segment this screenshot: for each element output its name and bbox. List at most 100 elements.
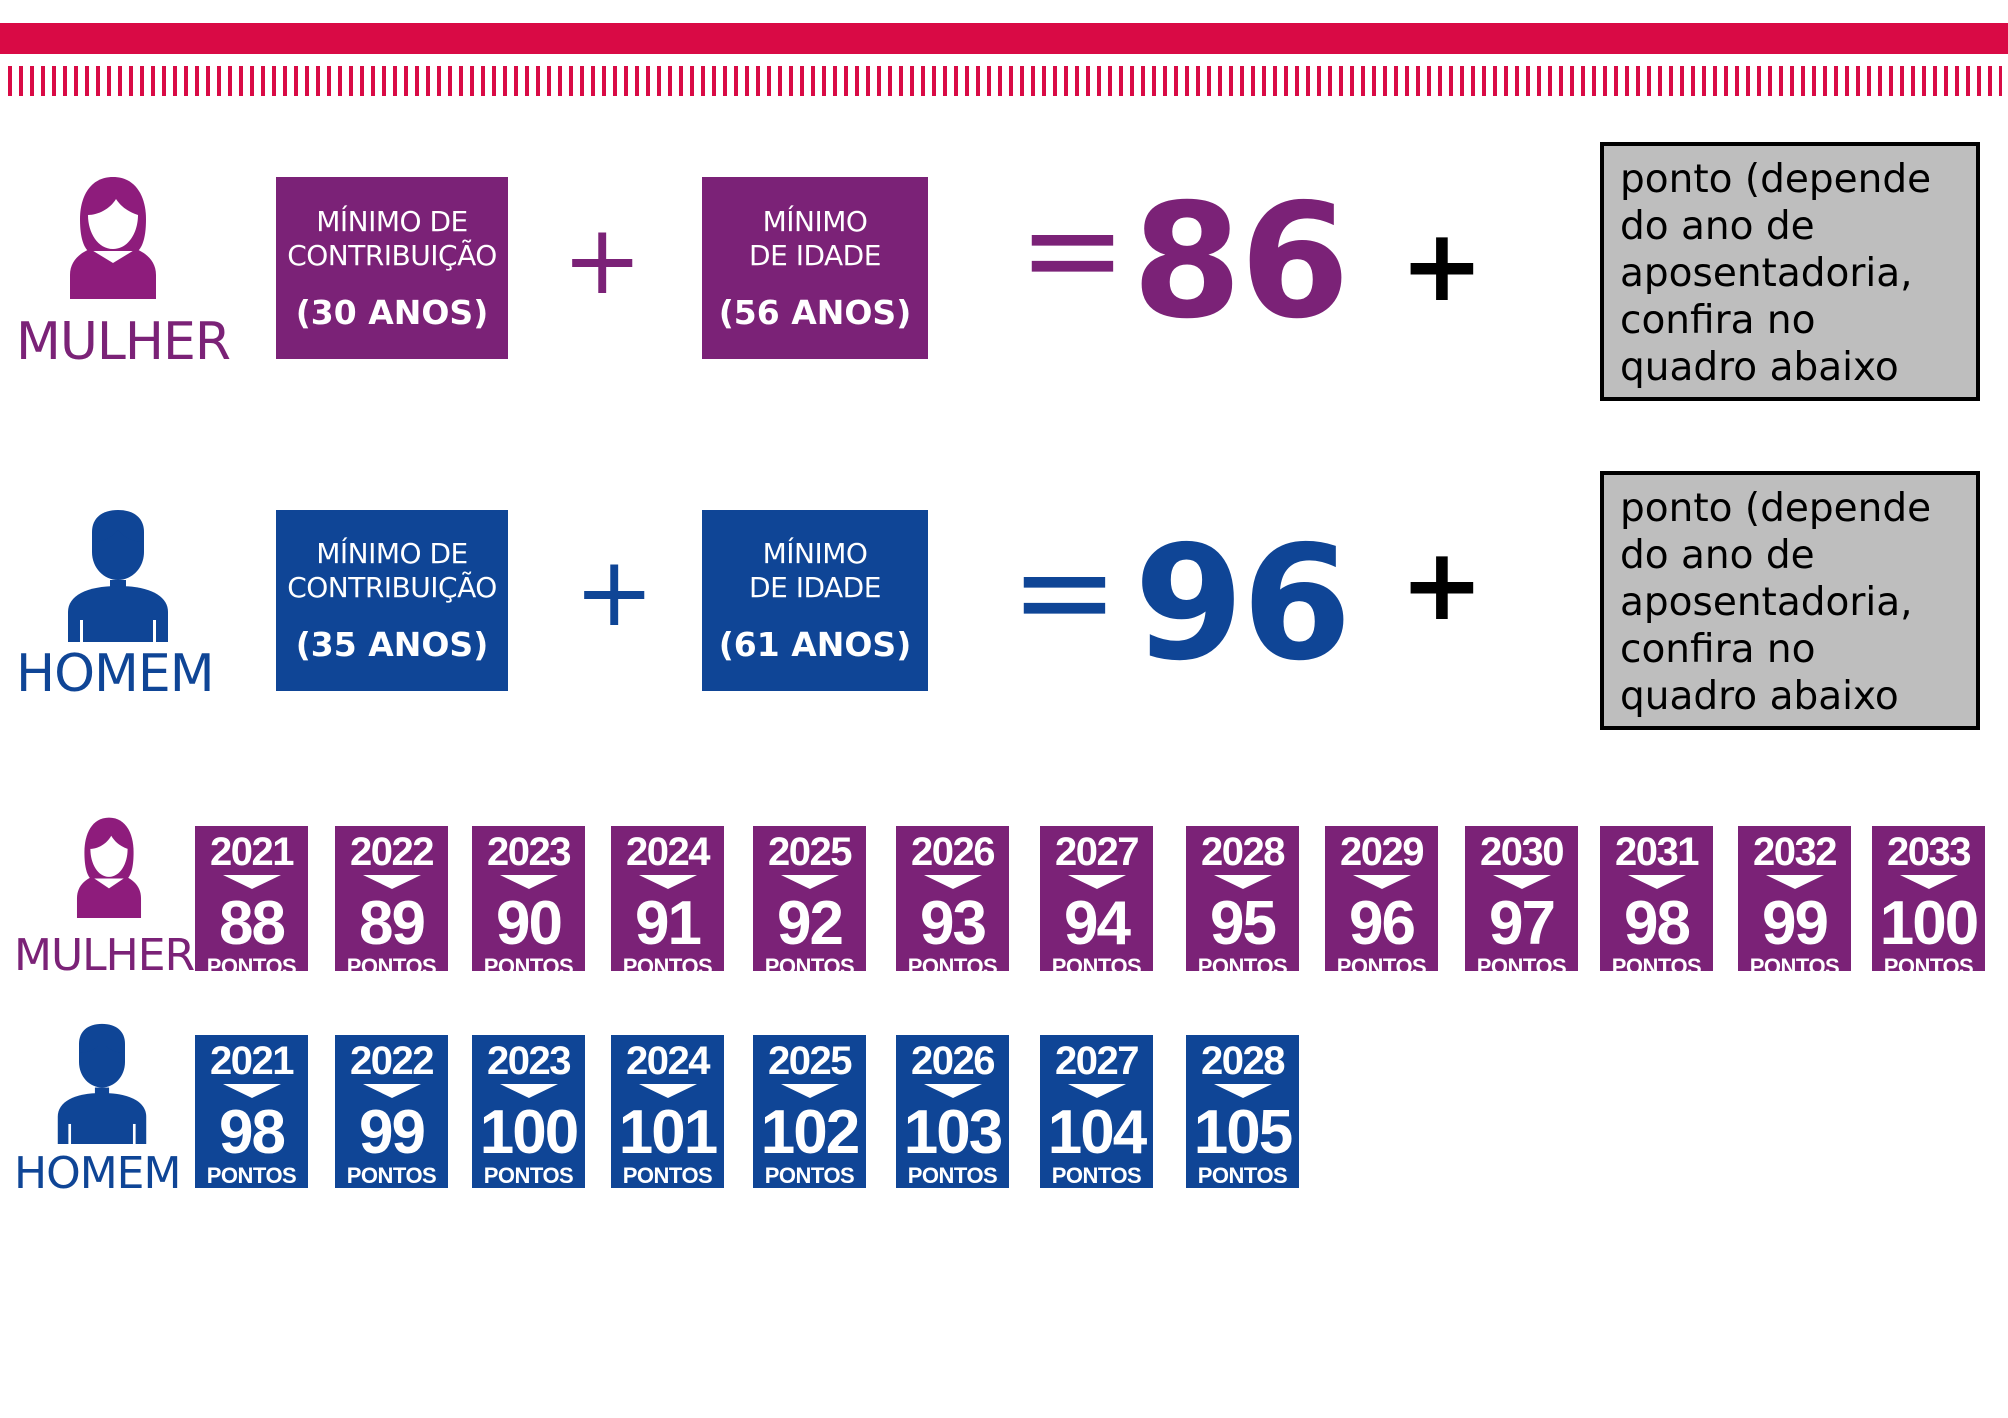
tile-unit: PONTOS (1197, 1163, 1288, 1188)
tile-points: 95 (1210, 889, 1277, 958)
tile-unit: PONTOS (1476, 954, 1567, 972)
tile-unit: PONTOS (206, 954, 297, 972)
arrow-down-icon (780, 1084, 839, 1098)
tile-unit: PONTOS (1336, 954, 1427, 972)
tile-year: 2022 (350, 1039, 434, 1083)
tile-unit: PONTOS (1611, 954, 1702, 972)
arrow-down-icon (1492, 875, 1551, 889)
tile-points: 99 (1762, 889, 1829, 958)
age-label: MÍNIMO (762, 537, 868, 570)
tile-points: 103 (903, 1098, 1003, 1167)
age-value: (56 ANOS) (718, 292, 912, 332)
contribution-label: CONTRIBUIÇÃO (287, 571, 497, 604)
tile-year: 2030 (1480, 830, 1564, 874)
tile-year: 2027 (1055, 830, 1139, 874)
age-label: MÍNIMO (762, 204, 868, 238)
tile-unit: PONTOS (346, 1163, 437, 1188)
arrow-down-icon (638, 1084, 697, 1098)
tile-points: 94 (1064, 889, 1131, 958)
equals-sign: = (1010, 515, 1119, 667)
tile-unit: PONTOS (1197, 954, 1288, 972)
mulher-note-box: ponto (depende do ano de aposentadoria, … (1600, 142, 1980, 401)
tile-points: 104 (1047, 1098, 1147, 1167)
tile-points: 90 (496, 889, 563, 958)
mulher-total: 86 (1132, 170, 1350, 354)
top-stripes (8, 66, 2002, 96)
tile-points: 99 (359, 1098, 426, 1167)
contribution-label: MÍNIMO DE (316, 204, 468, 238)
age-label: DE IDADE (749, 571, 881, 604)
arrow-down-icon (362, 1084, 421, 1098)
arrow-down-icon (923, 875, 982, 889)
tile-points: 100 (479, 1098, 579, 1167)
mulher-contribution-box: MÍNIMO DE CONTRIBUIÇÃO (30 ANOS) (276, 177, 508, 359)
tile-unit: PONTOS (1883, 954, 1974, 972)
plus-sign: + (1400, 207, 1484, 324)
tile-year: 2024 (626, 1039, 710, 1083)
homem-label: HOMEM (16, 644, 215, 704)
tile-points: 91 (635, 889, 702, 958)
mulher-age-box: MÍNIMO DE IDADE (56 ANOS) (702, 177, 928, 359)
tile-year: 2023 (487, 830, 571, 874)
tile-unit: PONTOS (764, 1163, 855, 1188)
age-label: DE IDADE (749, 238, 881, 272)
tile-unit: PONTOS (907, 1163, 998, 1188)
tile-year: 2021 (210, 1039, 294, 1083)
tile-year: 2025 (768, 1039, 852, 1083)
tile-year: 2025 (768, 830, 852, 874)
woman-icon (70, 177, 156, 299)
tile-year: 2028 (1201, 830, 1285, 874)
arrow-down-icon (1213, 1084, 1272, 1098)
contribution-value: (30 ANOS) (295, 292, 489, 332)
arrow-down-icon (222, 1084, 281, 1098)
arrow-down-icon (499, 1084, 558, 1098)
tile-unit: PONTOS (483, 954, 574, 972)
tile-unit: PONTOS (346, 954, 437, 972)
homem-age-box: MÍNIMO DE IDADE (61 ANOS) (702, 510, 928, 691)
tile-unit: PONTOS (907, 954, 998, 972)
tile-unit: PONTOS (206, 1163, 297, 1188)
woman-icon (76, 817, 142, 918)
arrow-down-icon (780, 875, 839, 889)
tile-unit: PONTOS (1051, 954, 1142, 972)
tile-points: 97 (1489, 889, 1556, 958)
tile-points: 102 (760, 1098, 860, 1167)
tile-year: 2026 (911, 1039, 995, 1083)
tile-year: 2024 (626, 830, 710, 874)
tile-points: 93 (920, 889, 987, 958)
arrow-down-icon (362, 875, 421, 889)
plus-sign: + (574, 536, 655, 648)
tile-year: 2028 (1201, 1039, 1285, 1083)
tile-unit: PONTOS (764, 954, 855, 972)
contribution-label: MÍNIMO DE (316, 537, 468, 570)
homem-total: 96 (1134, 512, 1352, 696)
tile-points: 96 (1349, 889, 1416, 958)
tile-points: 105 (1193, 1098, 1293, 1167)
tile-points: 100 (1879, 889, 1979, 958)
arrow-down-icon (1899, 875, 1958, 889)
tile-year: 2022 (350, 830, 434, 874)
tile-year: 2021 (210, 830, 294, 874)
mulher-label: MULHER (16, 312, 231, 372)
contribution-value: (35 ANOS) (295, 625, 489, 664)
top-red-bar (0, 23, 2008, 54)
tile-year: 2031 (1615, 830, 1699, 874)
man-icon (68, 510, 168, 642)
arrow-down-icon (1627, 875, 1686, 889)
tile-year: 2033 (1887, 830, 1971, 874)
arrow-down-icon (1765, 875, 1824, 889)
tile-unit: PONTOS (622, 954, 713, 972)
tile-points: 89 (359, 889, 426, 958)
arrow-down-icon (1352, 875, 1411, 889)
